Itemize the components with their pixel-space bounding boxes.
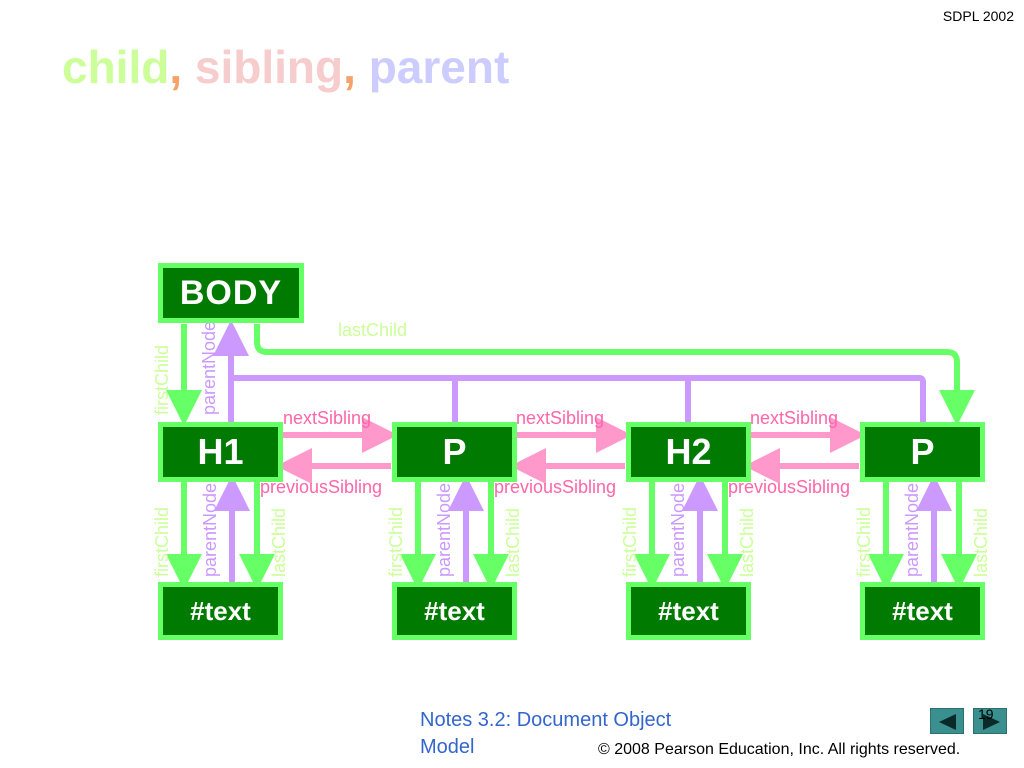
node-h2: H2 [626,422,751,482]
title-sibling: sibling [194,41,344,93]
page-number: 19 [978,706,994,722]
label-last-child-1: lastChild [269,508,289,577]
label-parent-node-3: parentNode [668,483,688,577]
text-child-edges [166,475,977,590]
title-parent: parent [368,41,510,93]
label-next-sibling-1: nextSibling [283,408,371,428]
title-child: child [62,41,170,93]
sibling-edges [276,417,866,484]
label-previous-sibling-1: previousSibling [260,477,382,497]
triangle-right-icon [983,714,1000,730]
label-parent-node-body: parentNode [199,321,219,415]
body-last-child-arrow [254,324,975,426]
slide-title: child, sibling, parent [62,44,509,90]
edge-labels: lastChild firstChild parentNode nextSibl… [152,320,991,577]
label-last-child-3: lastChild [737,508,757,577]
label-last-child-4: lastChild [971,508,991,577]
node-text-3: #text [626,582,751,640]
label-last-child-body: lastChild [338,320,407,340]
label-next-sibling-3: nextSibling [750,408,838,428]
node-h1: H1 [158,422,283,482]
label-parent-node-1: parentNode [200,483,220,577]
copyright-notice: © 2008 Pearson Education, Inc. All right… [598,741,961,758]
node-text-4: #text [860,582,985,640]
label-previous-sibling-3: previousSibling [728,477,850,497]
label-first-child-3: firstChild [620,507,640,577]
node-body: BODY [158,263,304,323]
body-parent-edges [166,320,975,426]
title-comma-2: , [343,41,356,93]
title-comma-1: , [169,41,183,93]
footer-notes: Notes 3.2: Document Object Model [420,709,672,758]
header-tag: SDPL 2002 [942,8,1014,24]
label-last-child-2: lastChild [503,508,523,577]
label-parent-node-4: parentNode [902,483,922,577]
label-parent-node-2: parentNode [434,483,454,577]
label-first-child-body: firstChild [152,345,172,415]
next-slide-button[interactable] [973,708,1007,734]
parent-node-bus [231,375,926,424]
label-first-child-4: firstChild [854,507,874,577]
label-previous-sibling-2: previousSibling [494,477,616,497]
node-text-2: #text [392,582,517,640]
triangle-left-icon [939,714,956,730]
node-text-1: #text [158,582,283,640]
label-first-child-2: firstChild [386,507,406,577]
label-next-sibling-2: nextSibling [516,408,604,428]
node-p-1: P [392,422,517,482]
label-first-child-1: firstChild [152,507,172,577]
node-p-2: P [860,422,985,482]
previous-slide-button[interactable] [930,708,964,734]
